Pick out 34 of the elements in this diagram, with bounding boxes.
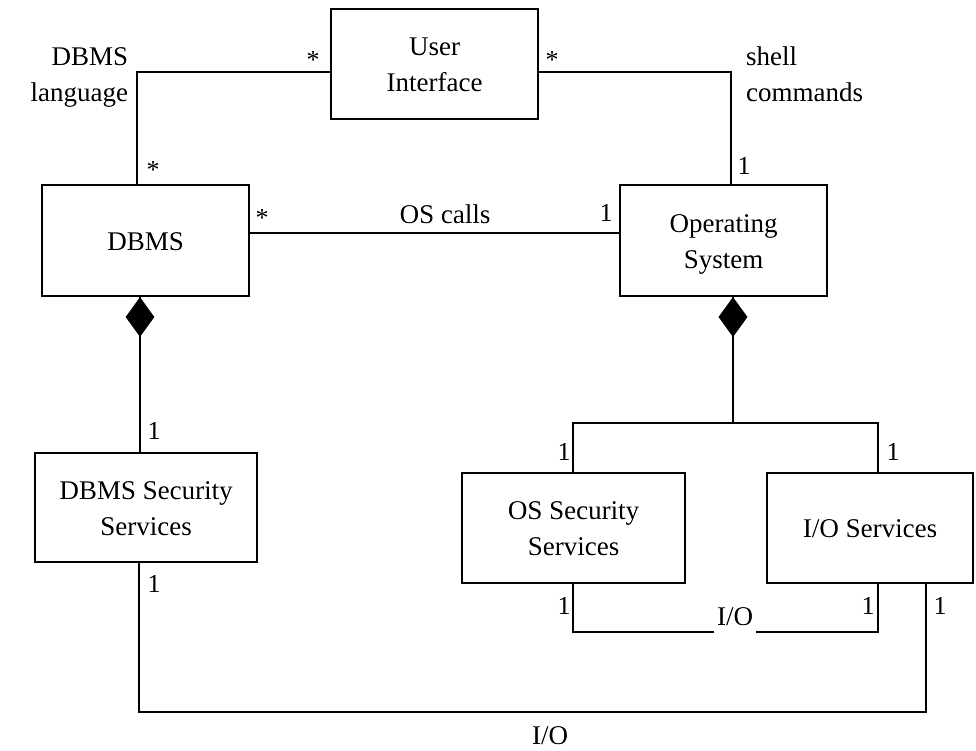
- composition-line: [126, 297, 154, 452]
- association-line: [572, 584, 879, 633]
- multiplicity-label: 1: [558, 439, 570, 465]
- multiplicity-label: *: [306, 47, 320, 73]
- class-box: [330, 8, 539, 120]
- multiplicity-label: 1: [934, 593, 946, 619]
- edge-label: DBMS language: [30, 40, 128, 109]
- multiplicity-label: 1: [738, 153, 750, 179]
- multiplicity-label: *: [256, 205, 268, 231]
- class-name: OS Security Services: [506, 494, 640, 563]
- class-name: DBMS: [107, 224, 184, 258]
- multiplicity-label: 1: [148, 418, 160, 444]
- multiplicity-label: *: [146, 157, 160, 183]
- association-line: [136, 71, 330, 184]
- association-line: [539, 71, 732, 184]
- class-box: [34, 452, 258, 563]
- multiplicity-label: 1: [886, 439, 900, 465]
- class-box: [41, 184, 250, 297]
- multiplicity-label: 1: [600, 200, 612, 226]
- class-name: Operating System: [668, 206, 778, 276]
- edge-label: shell commands: [746, 40, 864, 109]
- class-box: [766, 472, 974, 584]
- multiplicity-label: 1: [148, 571, 160, 597]
- association-line: [138, 563, 927, 713]
- composition-line: [718, 297, 879, 472]
- multiplicity-label: *: [546, 47, 558, 73]
- multiplicity-label: 1: [558, 593, 570, 619]
- class-name: DBMS Security Services: [58, 474, 234, 542]
- association-line: [250, 232, 619, 234]
- class-name: I/O Services: [802, 512, 938, 545]
- class-box: [461, 472, 686, 584]
- class-name: User Interface: [386, 30, 484, 99]
- class-box: [619, 184, 828, 297]
- multiplicity-label: 1: [862, 593, 874, 619]
